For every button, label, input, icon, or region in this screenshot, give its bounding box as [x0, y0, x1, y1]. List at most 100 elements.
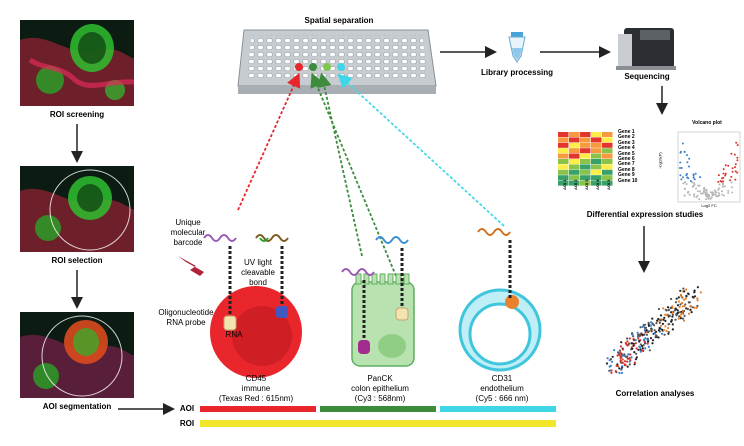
correlation-point [634, 358, 637, 361]
heatmap-cell [580, 180, 591, 186]
aoi-bar-label: AOI [179, 404, 195, 413]
correlation-point [619, 354, 622, 357]
volcano-point [717, 174, 720, 177]
heatmap-cell [591, 142, 602, 148]
volcano-point [685, 183, 688, 186]
heatmap-gene-label: Gene 3 [618, 139, 635, 146]
roi-selection-label: ROI selection [51, 256, 103, 265]
volcano-point [692, 176, 695, 179]
volcano-point [682, 176, 684, 179]
volcano-xlabel: Log2 FC [701, 203, 717, 208]
heatmap [558, 132, 613, 186]
correlation-point [667, 326, 670, 330]
correlation-point [625, 355, 628, 358]
cd31-cell [458, 288, 542, 372]
correlation-point [664, 325, 667, 328]
correlation-point [635, 352, 638, 355]
volcano-point [722, 172, 725, 175]
library-processing-label: Library processing [480, 68, 554, 77]
correlation-point [643, 333, 646, 336]
correlation-point [677, 317, 680, 320]
correlation-point [675, 313, 678, 316]
correlation-point [609, 358, 612, 361]
correlation-point [630, 356, 633, 359]
correlation-point [687, 312, 691, 315]
volcano-point [712, 193, 714, 196]
heatmap-cell [558, 132, 569, 137]
heatmap-cell [558, 137, 569, 143]
heatmap-cell [580, 153, 591, 159]
heatmap-cell [602, 153, 613, 159]
volcano-point [693, 183, 696, 186]
heatmap-cell [602, 148, 613, 154]
volcano-point [696, 194, 699, 197]
volcano-point [699, 190, 701, 193]
correlation-point [687, 301, 690, 304]
roi-selection-image [20, 166, 134, 252]
correlation-point [691, 295, 694, 298]
correlation-point [683, 314, 686, 317]
volcano-point [731, 170, 734, 173]
correlation-point [639, 350, 642, 353]
correlation-point [671, 328, 674, 331]
aoi-segmentation-image [20, 312, 134, 398]
heatmap-gene-label: Gene 1 [618, 129, 635, 135]
heatmap-cell [580, 175, 591, 181]
volcano-point [715, 195, 718, 198]
volcano-point [680, 150, 682, 153]
panck-line-1: PanCK [367, 374, 393, 383]
correlation-point [611, 355, 614, 358]
heatmap-cell [569, 180, 580, 186]
volcano-point [687, 190, 690, 193]
correlation-point [635, 356, 638, 359]
correlation-point [638, 333, 641, 336]
cd45-line-2: immune [241, 384, 271, 393]
volcano-point [717, 189, 720, 191]
correlation-point [667, 332, 670, 335]
volcano-point [707, 197, 710, 200]
correlation-point [662, 318, 665, 321]
correlation-point [671, 312, 674, 315]
heatmap-cell [580, 132, 591, 137]
volcano-point [704, 192, 707, 195]
correlation-point [683, 298, 686, 301]
correlation-point [681, 305, 685, 308]
correlation-point [626, 340, 629, 343]
correlation-point [648, 349, 651, 352]
volcano-point [683, 150, 686, 153]
correlation-point [654, 334, 658, 337]
correlation-point [657, 336, 660, 339]
volcano-point [699, 176, 702, 179]
correlation-point [647, 324, 650, 327]
correlation-point [645, 329, 648, 332]
volcano-ylabel: -log10(P) [657, 152, 663, 169]
correlation-point [634, 342, 637, 345]
volcano-point [730, 152, 733, 155]
correlation-point [647, 345, 650, 348]
correlation-point [638, 340, 641, 343]
heatmap-cell [558, 142, 569, 148]
heatmap-cell [591, 137, 602, 143]
correlation-point [696, 286, 699, 289]
heatmap-cell [602, 175, 613, 181]
correlation-point [632, 335, 635, 338]
correlation-point [605, 362, 609, 365]
volcano-point [695, 187, 697, 190]
correlation-point [641, 347, 644, 350]
volcano-point [705, 198, 708, 201]
correlation-point [618, 349, 622, 352]
volcano-point [705, 194, 708, 197]
volcano-point [691, 185, 694, 188]
correlation-point [627, 353, 630, 356]
well-lightgreen [323, 63, 331, 71]
heatmap-cell [602, 180, 613, 186]
cd45-cell [210, 286, 302, 378]
heatmap-cell [569, 175, 580, 181]
correlation-point [659, 319, 662, 322]
heatmap-cell [591, 169, 602, 175]
correlation-point [619, 351, 622, 354]
volcano-point [685, 174, 688, 177]
correlation-point [619, 345, 622, 348]
correlation-point [620, 361, 623, 364]
heatmap-column-label: AOI 2 [573, 179, 578, 190]
